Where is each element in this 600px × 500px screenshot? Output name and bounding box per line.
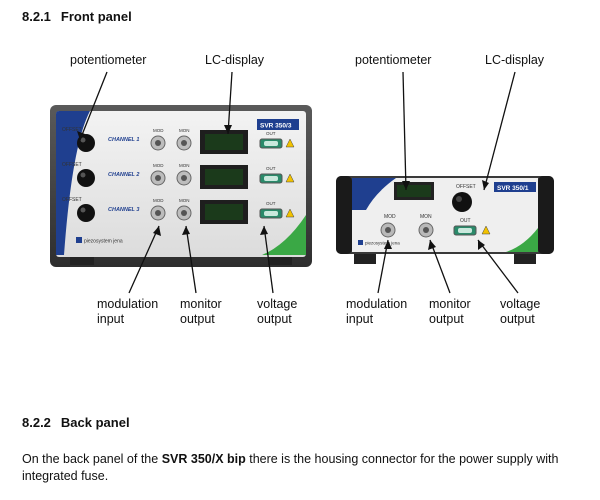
connector-socket [264,176,278,181]
leader-monitor-left [185,225,197,294]
out-label: OUT [266,166,276,171]
label-voltage-output-left: voltage output [257,297,297,327]
brand-logo: piezosystem jena [84,239,123,245]
connector-socket [264,211,278,216]
device-svr-350-1: SVR 350/1 OFFSET MOD MON OUT piezosystem… [336,176,554,264]
section-number: 8.2.2 [22,415,51,430]
channel-label: CHANNEL 2 [108,172,139,178]
label-line: monitor [429,297,471,311]
connector-socket [264,141,278,146]
leader-lc-display-right [483,71,516,191]
arrowhead [384,240,392,249]
text: there is the housing connector for the p… [22,452,559,483]
section-heading-front-panel: 8.2.1 Front panel [22,9,132,24]
arrowhead [182,226,190,235]
leader-modulation-left [128,225,160,294]
channel-label: CHANNEL 1 [108,137,139,143]
label-modulation-input-left: modulation input [97,297,158,327]
leader-potentiometer-right [402,71,407,191]
product-name: SVR 350/X bip [161,452,246,466]
device-svr-350-3: SVR 350/3 OFFSET CHANNEL 1 MOD MON OUT OFFSET… [50,105,312,267]
out-label: OUT [266,201,276,206]
label-line: monitor [180,297,222,311]
knob-highlight [80,207,86,213]
leader-potentiometer-left [79,71,108,141]
label-monitor-output-right: monitor output [429,297,471,327]
connector-pin [181,210,187,216]
lc-display-screen [205,169,243,185]
warning-icon [285,138,295,148]
arrowhead [482,180,489,190]
mon-label: MON [420,214,432,220]
arrowhead [260,226,268,235]
out-label: OUT [266,131,276,136]
label-line: output [500,312,535,326]
leader-lc-display-left [227,71,233,135]
offset-label: OFFSET [456,184,476,190]
connector-pin [155,140,161,146]
out-label: OUT [460,218,471,224]
label-line: voltage [500,297,541,311]
lc-display-screen [205,204,243,220]
arrowhead [428,240,436,250]
model-tag: SVR 350/1 [497,185,529,192]
label-line: input [97,312,125,326]
offset-label: OFFSET [62,127,82,133]
connector-pin [155,210,161,216]
leader-voltage-right [477,239,519,294]
label-potentiometer-right: potentiometer [355,53,432,67]
mon-label: MON [179,198,190,203]
mod-label: MOD [153,198,164,203]
label-line: output [429,312,464,326]
section-title: Back panel [60,415,130,430]
arrowhead [478,240,485,250]
connector-pin [155,175,161,181]
arrowhead [402,181,410,190]
connector-pin [181,140,187,146]
label-potentiometer-left: potentiometer [70,53,147,67]
label-lc-display-right: LC-display [485,53,545,67]
model-tag: SVR 350/3 [260,123,292,130]
label-line: output [180,312,215,326]
label-line: voltage [257,297,298,311]
label-line: input [346,312,374,326]
knob-highlight [80,137,86,143]
label-modulation-input-right: modulation input [346,297,407,327]
section-title: Front panel [60,9,132,24]
arrowhead [77,131,85,140]
mod-label: MOD [153,128,164,133]
offset-label: OFFSET [62,197,82,203]
arrowhead [153,226,161,236]
label-monitor-output-left: monitor output [180,297,222,327]
back-panel-description: On the back panel of the SVR 350/X bip t… [22,451,592,485]
label-line: modulation [346,297,408,311]
label-line: modulation [97,297,159,311]
label-voltage-output-right: voltage output [500,297,540,327]
arrowhead [224,125,232,134]
offset-label: OFFSET [62,162,82,168]
section-number: 8.2.1 [22,9,51,24]
knob-highlight [80,172,86,178]
section-heading-back-panel: 8.2.2 Back panel [22,415,130,430]
mod-label: MOD [384,214,396,220]
label-lc-display-left: LC-display [205,53,265,67]
leader-monitor-right [429,239,451,294]
channel-label: CHANNEL 3 [108,207,139,213]
warning-icon [285,208,295,218]
connector-pin [181,175,187,181]
mon-label: MON [179,163,190,168]
leader-voltage-left [263,225,274,294]
text: On the back panel of the [22,452,162,466]
mod-label: MOD [153,163,164,168]
mon-label: MON [179,128,190,133]
lc-display-screen [205,134,243,150]
warning-icon [285,173,295,183]
label-line: output [257,312,292,326]
brand-logo: piezosystem jena [365,241,400,246]
